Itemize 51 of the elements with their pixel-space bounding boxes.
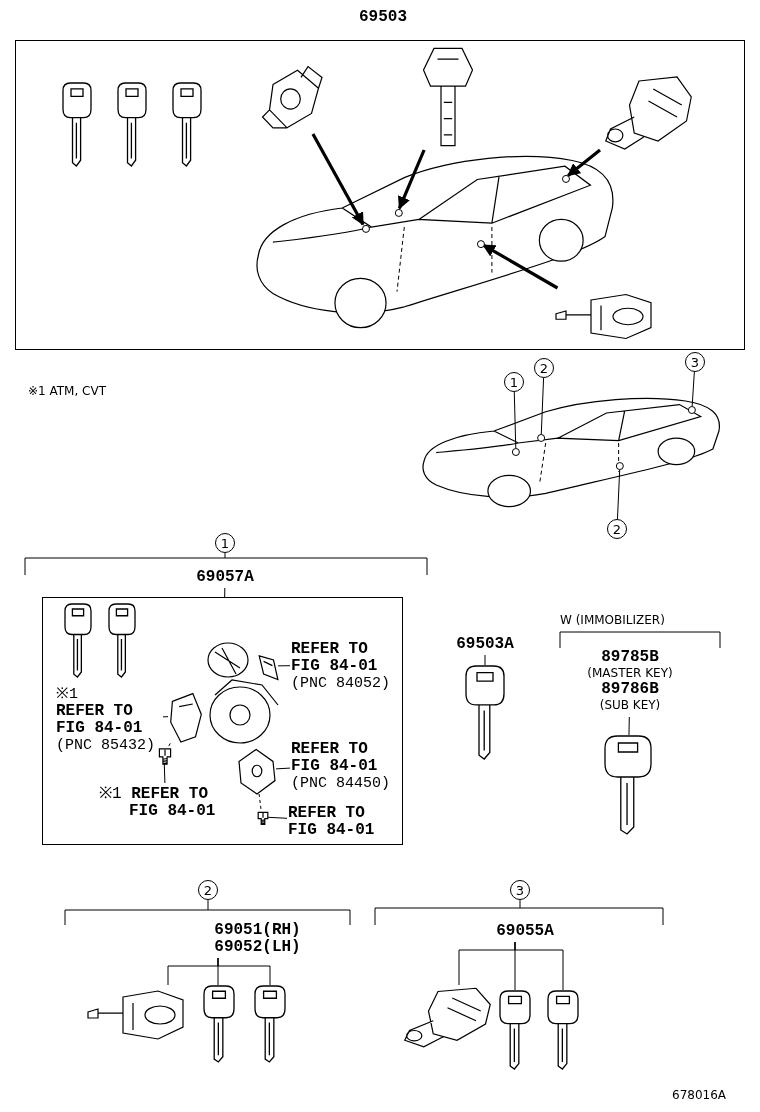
callout-number: 2 — [607, 519, 627, 539]
connector-line — [513, 391, 517, 449]
part-number: 69503 — [343, 8, 423, 28]
connector-line — [162, 716, 169, 718]
reference-note: (PNC 84450) — [291, 774, 391, 792]
key-type: (SUB KEY) — [599, 698, 661, 713]
reference-note: ※1 — [56, 686, 78, 703]
callout-number: 1 — [215, 533, 235, 553]
reference-note: (PNC 85432) — [56, 737, 156, 754]
part-number: 69051(RH) — [214, 922, 301, 939]
callout-number: 2 — [534, 358, 554, 378]
callout-number: 3 — [685, 352, 705, 372]
arrow — [482, 243, 559, 290]
connector-line — [267, 816, 288, 819]
connector-line — [168, 741, 172, 747]
note: W (IMMOBILIZER) — [560, 613, 665, 627]
part-number: 69055A — [475, 922, 575, 942]
note: 678016A — [672, 1088, 727, 1102]
connector-line — [277, 665, 291, 667]
reference-note: REFER TO FIG 84-01 — [291, 640, 379, 675]
part-number: 69503A — [440, 635, 530, 655]
part-number: 89785B — [601, 649, 659, 666]
connector-line — [258, 793, 262, 811]
frame — [15, 40, 745, 350]
connector-line — [163, 763, 166, 784]
connector-line — [224, 587, 226, 598]
connector-line — [540, 377, 545, 435]
reference-note: REFER TO FIG 84-01 — [288, 805, 376, 839]
callout-number: 1 — [504, 372, 524, 392]
connector-line — [691, 371, 695, 407]
reference-note: REFER TO FIG 84-01 — [291, 740, 379, 775]
connector-line — [616, 469, 621, 520]
arrow — [397, 149, 426, 210]
connector-line — [217, 957, 271, 986]
part-number: 69057A — [180, 568, 270, 588]
callout-number: 2 — [198, 880, 218, 900]
part-number: 89786B — [601, 681, 659, 698]
note: ※1 ATM, CVT — [28, 384, 106, 398]
connector-line — [484, 654, 486, 666]
key-type: (MASTER KEY) — [587, 666, 673, 681]
part-number: 69052(LH) — [214, 939, 301, 956]
connector-line — [514, 941, 564, 991]
reference-note: ※1 REFER TO FIG 84-01 — [99, 786, 217, 820]
frame — [42, 597, 403, 845]
connector-line — [275, 767, 291, 770]
callout-number: 3 — [510, 880, 530, 900]
connector-line — [628, 716, 630, 736]
arrow — [567, 148, 601, 177]
reference-note: (PNC 84052) — [291, 674, 391, 692]
reference-note: REFER TO FIG 84-01 — [56, 703, 144, 737]
arrow — [311, 133, 365, 226]
